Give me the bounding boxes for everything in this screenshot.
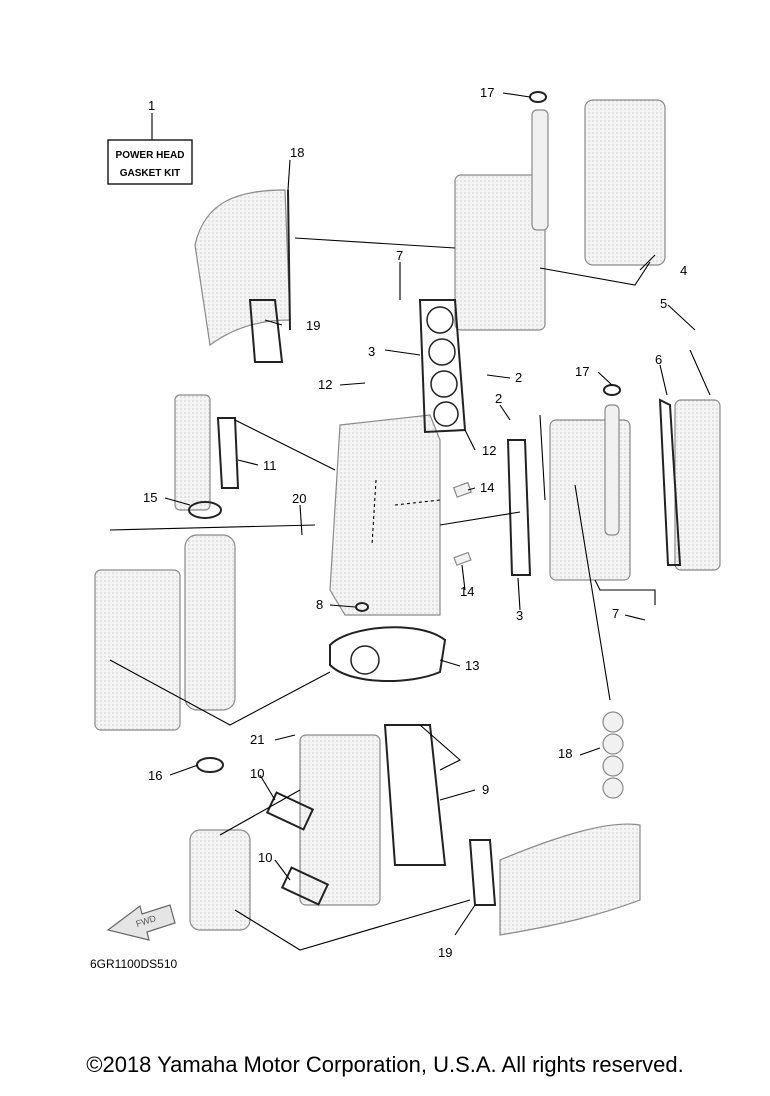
callout-7b: 7	[612, 606, 619, 621]
callout-19b: 19	[438, 945, 452, 960]
callout-6: 6	[655, 352, 662, 367]
plate-gasket-lower	[280, 866, 330, 906]
callout-2a: 2	[515, 370, 522, 385]
cylinder-block	[329, 414, 441, 616]
callout-17b: 17	[575, 364, 589, 379]
callout-18b: 18	[558, 746, 572, 761]
piston-2	[602, 733, 624, 755]
callout-17a: 17	[480, 85, 494, 100]
callout-14a: 14	[480, 480, 494, 495]
callout-16: 16	[148, 768, 162, 783]
spring-upper	[452, 481, 472, 498]
kit-label-line2: GASKET KIT	[120, 168, 181, 179]
callout-21: 21	[250, 732, 264, 747]
oil-seal-upper	[188, 501, 222, 519]
piston-4	[602, 777, 624, 799]
cylinder-head-cover-upper	[584, 99, 666, 266]
callout-3a: 3	[368, 344, 375, 359]
intake-manifold-upper	[194, 189, 291, 347]
callout-10b: 10	[258, 850, 272, 865]
assembly-lines	[109, 237, 711, 951]
power-head-gasket-kit-label: POWER HEAD GASKET KIT	[107, 139, 193, 185]
exhaust-cover-gasket	[216, 417, 240, 489]
callout-3b: 3	[516, 608, 523, 623]
oil-pan-gasket	[329, 626, 447, 683]
callout-leaders	[151, 92, 696, 936]
cover-gasket-right	[658, 398, 682, 566]
head-gasket-lower	[506, 439, 532, 576]
callout-13: 13	[465, 658, 479, 673]
oil-pump-housing	[189, 829, 251, 931]
callout-15: 15	[143, 490, 157, 505]
exploded-parts-diagram: POWER HEAD GASKET KIT	[90, 85, 721, 971]
crankcase-left	[94, 569, 181, 731]
exhaust-cover	[174, 394, 211, 511]
o-ring	[355, 602, 369, 612]
crankshaft	[184, 534, 236, 711]
piston-1	[602, 711, 624, 733]
callout-8: 8	[316, 597, 323, 612]
oil-seal-lower	[196, 757, 224, 773]
callout-10a: 10	[250, 766, 264, 781]
parts	[94, 99, 721, 936]
intake-gasket-lower	[468, 839, 497, 906]
gaskets	[188, 91, 682, 906]
crankcase-lower	[299, 734, 381, 906]
callout-20: 20	[292, 491, 306, 506]
diagram-code: 6GR1100DS510	[90, 957, 177, 971]
camshaft-upper	[531, 109, 549, 231]
callout-14b: 14	[460, 584, 474, 599]
camshaft-lower	[604, 404, 620, 536]
piston-3	[602, 755, 624, 777]
callout-4: 4	[680, 263, 687, 278]
plate-gasket-upper	[265, 791, 315, 831]
callout-11: 11	[263, 458, 277, 473]
callout-9: 9	[482, 782, 489, 797]
callout-18a: 18	[290, 145, 304, 160]
callout-12b: 12	[482, 443, 496, 458]
callout-numbers: 1 2 2 3 3 4 5 6 7 7 8 9 10 10 11 12 12 1…	[143, 85, 687, 960]
callout-5: 5	[660, 296, 667, 311]
callout-7a: 7	[396, 248, 403, 263]
camshaft-seal-lower	[603, 384, 621, 396]
callout-2b: 2	[495, 391, 502, 406]
kit-label-line1: POWER HEAD	[116, 150, 185, 161]
fwd-arrow-icon: FWD	[106, 904, 176, 941]
intake-manifold-lower	[499, 823, 641, 936]
manifold-gasket-upper	[287, 189, 291, 331]
cylinder-head-cover-lower	[674, 399, 721, 571]
spring-lower	[453, 551, 472, 566]
camshaft-seal-upper	[529, 91, 547, 103]
callout-12a: 12	[318, 377, 332, 392]
callout-19a: 19	[306, 318, 320, 333]
copyright-notice: ©2018 Yamaha Motor Corporation, U.S.A. A…	[86, 1052, 684, 1077]
intake-gasket-upper	[248, 299, 284, 363]
crankcase-gasket	[383, 724, 447, 866]
cylinder-head-upper	[454, 174, 546, 331]
callout-1: 1	[148, 98, 155, 113]
